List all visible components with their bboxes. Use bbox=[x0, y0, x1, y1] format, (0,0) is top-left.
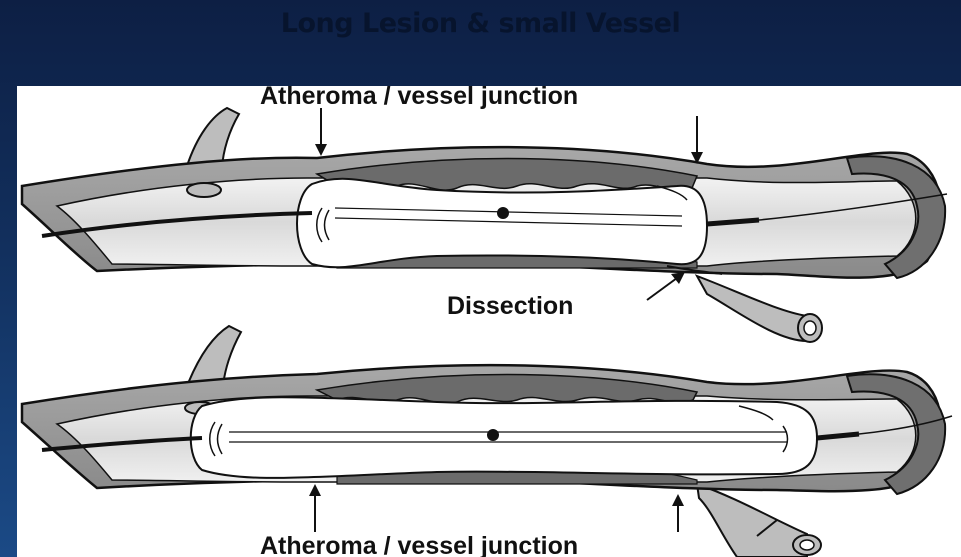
illustration-panel: Atheroma / vessel junction Dissection At… bbox=[17, 86, 961, 557]
top-ostium bbox=[187, 183, 221, 197]
bottom-junction-arrow-left bbox=[309, 484, 321, 532]
bottom-lower-side-branch bbox=[697, 484, 807, 557]
top-junction-label: Atheroma / vessel junction bbox=[260, 86, 578, 110]
top-balloon-marker bbox=[497, 207, 509, 219]
bottom-balloon-marker bbox=[487, 429, 499, 441]
angioplasty-diagram: Atheroma / vessel junction Dissection At… bbox=[17, 86, 961, 557]
top-lower-side-branch bbox=[697, 276, 807, 341]
bottom-balloon bbox=[191, 397, 817, 478]
bottom-junction-label: Atheroma / vessel junction bbox=[260, 532, 578, 557]
bottom-junction-arrow-right bbox=[672, 494, 684, 532]
top-junction-arrow-right bbox=[691, 116, 703, 164]
dissection-label: Dissection bbox=[447, 292, 573, 320]
top-balloon bbox=[297, 179, 707, 267]
bottom-vessel-illustration bbox=[22, 326, 952, 557]
slide-title: Long Lesion & small Vessel bbox=[0, 8, 961, 39]
dissection-arrow bbox=[647, 272, 685, 300]
top-junction-arrow-left bbox=[315, 108, 327, 156]
